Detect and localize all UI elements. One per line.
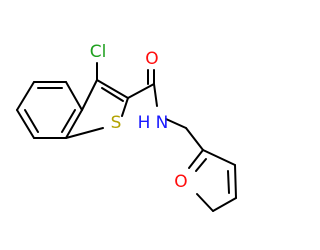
atom-labels: Cl O S H N O — [90, 42, 188, 192]
bond — [195, 158, 207, 172]
bond — [185, 127, 204, 151]
carbonyl-oxygen-label: O — [145, 49, 158, 69]
structure-canvas: Cl O S H N O — [16, 42, 237, 212]
furan-oxygen-label: O — [174, 172, 187, 192]
bond — [16, 109, 35, 139]
bond — [65, 109, 83, 139]
bond — [81, 79, 98, 111]
bond — [202, 149, 236, 166]
bond — [153, 83, 158, 107]
bond — [16, 81, 35, 111]
bond — [188, 149, 204, 169]
bond — [65, 127, 104, 139]
chlorine-label: Cl — [90, 42, 107, 62]
bond — [127, 83, 155, 99]
molecule-structure: Cl O S H N O — [16, 42, 237, 212]
bond — [234, 164, 237, 199]
bond — [227, 170, 230, 194]
bond — [121, 97, 129, 117]
amide-nitrogen-label: N — [156, 113, 169, 133]
bond — [101, 87, 124, 102]
bond — [196, 193, 214, 212]
bond — [61, 109, 76, 133]
bond — [24, 109, 39, 133]
thiophene-sulfur-label: S — [111, 113, 122, 133]
bond — [96, 79, 129, 99]
bonds — [16, 62, 237, 212]
amide-hydrogen-label: H — [138, 113, 151, 133]
bond — [165, 118, 187, 129]
bond — [212, 197, 237, 212]
bond — [65, 81, 83, 111]
